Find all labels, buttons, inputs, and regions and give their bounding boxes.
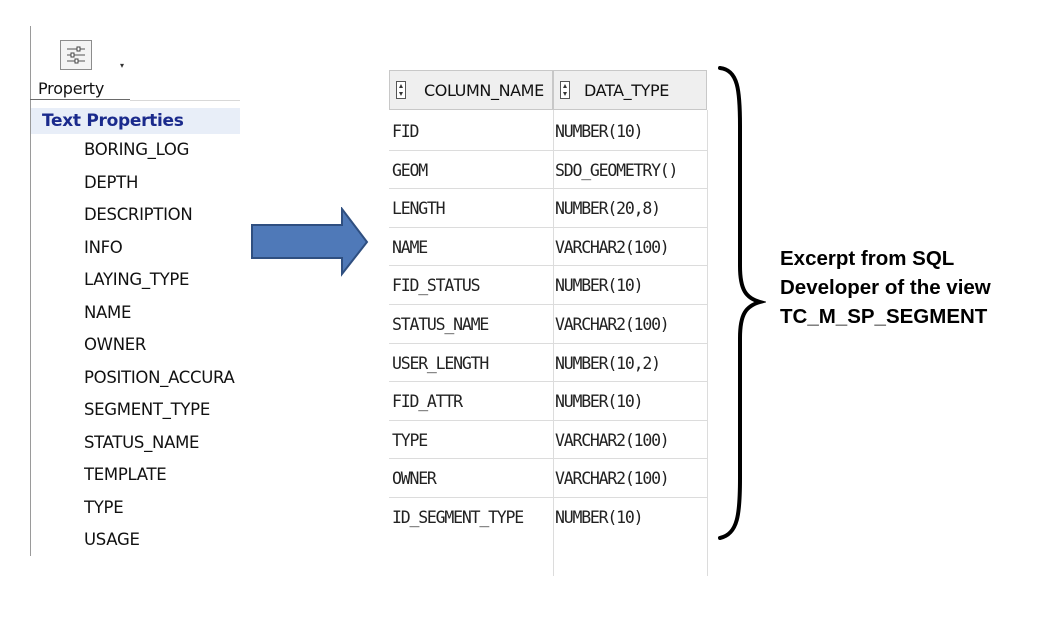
property-panel: ▾ Property Text Properties BORING_LOG DEP… — [30, 26, 240, 556]
text-properties-header[interactable]: Text Properties — [31, 108, 240, 134]
row-divider — [389, 342, 707, 344]
table-row[interactable]: FID_ATTR NUMBER(10) — [389, 382, 707, 421]
column-name-cell: LENGTH — [392, 199, 446, 219]
column-name-cell: ID_SEGMENT_TYPE — [392, 508, 524, 527]
data-type-cell: NUMBER(10) — [555, 508, 644, 527]
property-item[interactable]: USAGE — [84, 530, 140, 549]
row-divider — [389, 188, 707, 190]
data-type-cell: NUMBER(10) — [555, 122, 644, 141]
table-row[interactable]: TYPE VARCHAR2(100) — [389, 421, 707, 460]
panel-separator — [130, 100, 240, 101]
column-name-cell: STATUS_NAME — [392, 315, 489, 334]
data-type-cell: NUMBER(10,2) — [555, 353, 661, 373]
property-item[interactable]: DESCRIPTION — [84, 205, 193, 224]
property-item[interactable]: OWNER — [84, 335, 147, 354]
data-type-cell: VARCHAR2(100) — [555, 469, 670, 489]
property-item[interactable]: NAME — [84, 302, 132, 322]
property-item[interactable]: LAYING_TYPE — [84, 270, 190, 289]
property-item[interactable]: BORING_LOG — [84, 140, 190, 159]
column-name-cell: FID_STATUS — [392, 276, 481, 296]
row-divider — [389, 381, 707, 383]
data-type-cell: SDO_GEOMETRY() — [555, 160, 678, 180]
property-item[interactable]: TEMPLATE — [84, 465, 167, 484]
table-row[interactable]: FID_STATUS NUMBER(10) — [389, 266, 707, 305]
property-item[interactable]: DEPTH — [84, 172, 139, 192]
property-underline — [30, 99, 130, 100]
table-row[interactable]: STATUS_NAME VARCHAR2(100) — [389, 305, 707, 344]
column-name-cell: FID — [392, 122, 419, 141]
table-row[interactable]: USER_LENGTH NUMBER(10,2) — [389, 344, 707, 383]
right-arrow-icon — [251, 207, 369, 277]
table-row[interactable]: FID NUMBER(10) — [389, 112, 707, 151]
data-type-cell: VARCHAR2(100) — [555, 430, 670, 450]
property-sliders-icon — [60, 40, 92, 70]
property-item[interactable]: STATUS_NAME — [84, 432, 200, 452]
property-item[interactable]: TYPE — [84, 497, 124, 517]
row-divider — [389, 149, 707, 151]
column-name-header[interactable]: COLUMN_NAME — [389, 70, 553, 110]
data-type-cell: VARCHAR2(100) — [555, 315, 670, 334]
table-row[interactable]: OWNER VARCHAR2(100) — [389, 459, 707, 498]
column-name-cell: FID_ATTR — [392, 392, 463, 412]
table-row[interactable]: ID_SEGMENT_TYPE NUMBER(10) — [389, 498, 707, 537]
data-type-cell: VARCHAR2(100) — [555, 237, 670, 257]
data-type-header[interactable]: DATA_TYPE — [553, 70, 707, 110]
property-button[interactable]: ▾ Property — [36, 38, 131, 100]
column-name-cell: GEOM — [392, 160, 428, 180]
property-item[interactable]: INFO — [84, 237, 123, 257]
table-right-border — [707, 110, 708, 576]
caption: Excerpt from SQL Developer of the view T… — [780, 244, 1055, 331]
column-name-header-label: COLUMN_NAME — [424, 81, 544, 100]
column-name-cell: OWNER — [392, 469, 437, 489]
data-type-cell: NUMBER(10) — [555, 276, 644, 296]
data-type-cell: NUMBER(10) — [555, 392, 644, 412]
row-divider — [389, 497, 707, 498]
row-divider — [389, 419, 707, 421]
property-item[interactable]: POSITION_ACCURA — [84, 367, 235, 387]
caption-line: Developer of the view — [780, 276, 991, 299]
text-properties-title: Text Properties — [42, 111, 184, 131]
table-row[interactable]: NAME VARCHAR2(100) — [389, 228, 707, 267]
sort-icon[interactable] — [396, 81, 406, 99]
caption-line: Excerpt from SQL — [780, 247, 955, 270]
property-button-label: Property — [38, 79, 105, 98]
column-name-cell: TYPE — [392, 430, 428, 450]
data-type-cell: NUMBER(20,8) — [555, 199, 661, 219]
row-divider — [389, 265, 707, 267]
table-row[interactable]: GEOM SDO_GEOMETRY() — [389, 151, 707, 190]
column-name-cell: NAME — [392, 237, 428, 257]
row-divider — [389, 226, 707, 228]
curly-brace-icon — [718, 66, 766, 540]
row-divider — [389, 458, 707, 460]
caption-line: TC_M_SP_SEGMENT — [780, 305, 988, 328]
property-item[interactable]: SEGMENT_TYPE — [84, 400, 210, 419]
dropdown-caret-icon[interactable]: ▾ — [120, 61, 125, 70]
column-name-cell: USER_LENGTH — [392, 353, 489, 373]
row-divider — [389, 304, 707, 305]
table-row[interactable]: LENGTH NUMBER(20,8) — [389, 189, 707, 228]
sort-icon[interactable] — [560, 81, 570, 99]
data-type-header-label: DATA_TYPE — [584, 81, 669, 100]
panel-divider — [30, 26, 31, 556]
